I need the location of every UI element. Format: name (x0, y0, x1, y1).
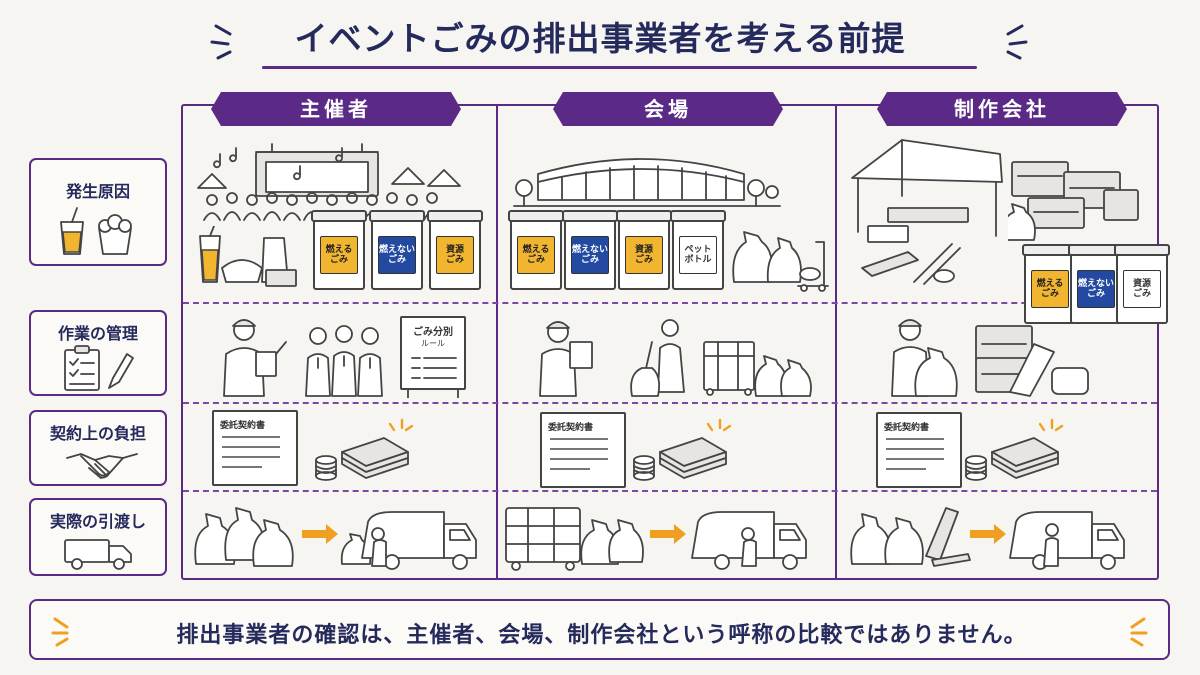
row-label-contract-burden: 契約上の負担 (29, 410, 167, 486)
right-sparkle-icon (1006, 24, 1028, 60)
burnable-bin: 燃える ごみ (1022, 244, 1078, 324)
production-staff-bagging-illustration (891, 319, 1089, 397)
contract-document-production: 委託契約書 (876, 412, 962, 488)
drink-cup-and-popcorn-icon (60, 207, 132, 255)
left-sparkle-icon (210, 24, 232, 60)
column-divider-2 (835, 106, 837, 578)
clipboard-pen-icon (64, 345, 134, 391)
bin-label: 資源 ごみ (625, 236, 663, 274)
venue-cleanup-illustration (539, 319, 812, 397)
bin-label: 燃えない ごみ (571, 236, 609, 274)
resource-bin: 資源 ごみ (427, 210, 483, 290)
board-stand (407, 388, 459, 398)
board-subtitle: ルール (421, 339, 445, 348)
bin-label: 燃える ごみ (1031, 270, 1069, 308)
bin-label: 燃える ごみ (517, 236, 555, 274)
row-label-text: 実際の引渡し (49, 512, 146, 531)
money-stack-icon (315, 418, 414, 481)
food-waste-items-illustration (199, 226, 297, 287)
garbage-bags-cart-illustration (732, 231, 829, 292)
concert-stage-crowd-illustration (197, 143, 461, 221)
non-burnable-bin: 燃えない ごみ (562, 210, 618, 290)
column-divider-1 (496, 106, 498, 578)
burnable-bin: 燃える ごみ (508, 210, 564, 290)
row-label-text: 作業の管理 (57, 324, 138, 343)
venue-handover-illustration (505, 507, 807, 571)
column-header-production-company: 制作会社 (877, 92, 1127, 126)
board-title: ごみ分別 (413, 327, 453, 338)
row-label-actual-handover: 実際の引渡し (29, 498, 167, 576)
row-label-cause: 発生原因 (29, 158, 167, 266)
resource-bin: 資源 ごみ (1114, 244, 1170, 324)
burnable-bin: 燃える ごみ (311, 210, 367, 290)
page-title: イベントごみの排出事業者を考える前提 (294, 19, 906, 58)
row-label-work-management: 作業の管理 (29, 310, 167, 396)
bin-label: ペット ボトル (679, 236, 717, 274)
bin-label: 資源 ごみ (436, 236, 474, 274)
event-tent-illustration (851, 139, 1003, 285)
handshake-icon (66, 453, 138, 479)
sorting-rules-board: ごみ分別 ルール (400, 316, 466, 390)
contract-document-venue: 委託契約書 (540, 412, 626, 488)
row-divider-1 (183, 302, 1157, 304)
arena-building-illustration (513, 158, 781, 207)
money-stack-icon (965, 418, 1064, 481)
bin-label: 燃えない ごみ (1077, 270, 1115, 308)
board-lines (411, 357, 457, 379)
doc-title: 委託契約書 (884, 423, 930, 433)
pet-bottle-bin: ペット ボトル (670, 210, 726, 290)
row-divider-3 (183, 490, 1157, 492)
column-header-venue: 会場 (553, 92, 783, 126)
right-emphasis-icon (1130, 617, 1148, 647)
doc-title: 委託契約書 (220, 421, 266, 431)
production-handover-illustration (850, 507, 1125, 570)
staff-briefing-illustration (223, 319, 383, 397)
row-divider-2 (183, 402, 1157, 404)
column-header-organizer: 主催者 (211, 92, 461, 126)
resource-bin: 資源 ごみ (616, 210, 672, 290)
money-stack-icon (633, 418, 732, 481)
non-burnable-bin: 燃えない ごみ (1068, 244, 1124, 324)
doc-title: 委託契約書 (548, 423, 594, 433)
equipment-cases-illustration (1008, 161, 1139, 241)
bin-label: 燃えない ごみ (378, 236, 416, 274)
title-underline (262, 66, 977, 69)
row-label-text: 発生原因 (65, 182, 130, 201)
contract-document-organizer: 委託契約書 (212, 410, 298, 486)
left-emphasis-icon (51, 617, 69, 647)
truck-icon (64, 539, 132, 570)
row-label-text: 契約上の負担 (49, 424, 146, 443)
organizer-handover-illustration (194, 507, 477, 570)
footer-note-box: 排出事業者の確認は、主催者、会場、制作会社という呼称の比較ではありません。 (29, 599, 1170, 660)
non-burnable-bin: 燃えない ごみ (369, 210, 425, 290)
bin-label: 燃える ごみ (320, 236, 358, 274)
bin-label: 資源 ごみ (1123, 270, 1161, 308)
footer-note: 排出事業者の確認は、主催者、会場、制作会社という呼称の比較ではありません。 (176, 623, 1027, 648)
